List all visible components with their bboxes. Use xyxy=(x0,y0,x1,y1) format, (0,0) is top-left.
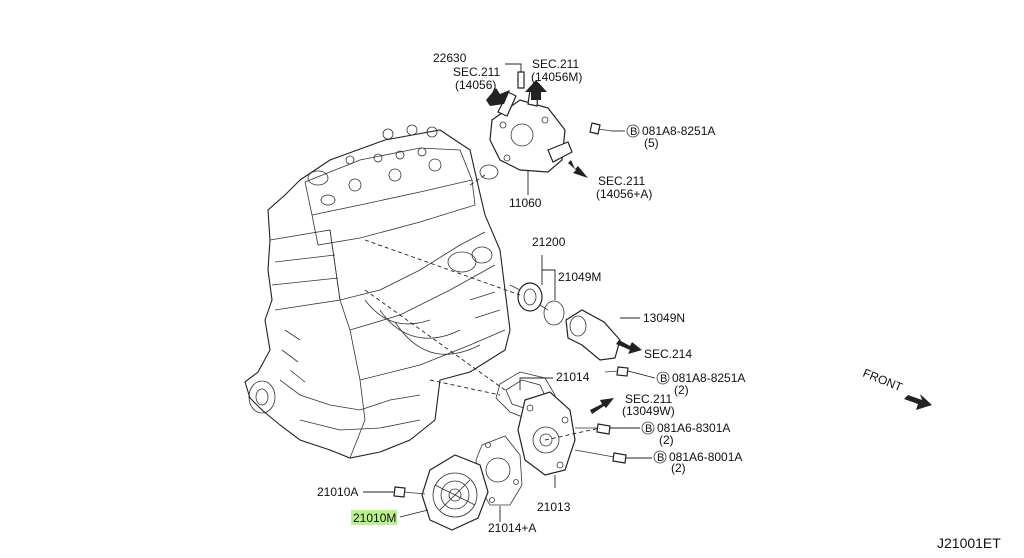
label-081a8-8251a-mid-qty: (2) xyxy=(674,383,689,397)
arrow-sec211-14056 xyxy=(486,88,510,106)
label-081a6-8001a: 081A6-8001A xyxy=(669,450,742,464)
label-sec211-d-ref: (13049W) xyxy=(622,404,675,418)
label-081a6-8301a: 081A6-8301A xyxy=(657,421,730,435)
label-081a8-8251a-mid: 081A8-8251A xyxy=(672,371,745,385)
water-pump-housing-21013[interactable] xyxy=(517,391,576,476)
label-21010a: 21010A xyxy=(317,485,358,499)
label-081a8-8251a-top-qty: (5) xyxy=(644,136,659,150)
label-081a8-8251a-top: 081A8-8251A xyxy=(642,124,715,138)
label-21013: 21013 xyxy=(537,500,571,514)
label-sec211-b: SEC.211 xyxy=(532,57,579,71)
bolt-marker-b-mid: B xyxy=(660,373,667,385)
label-sec211-a: SEC.211 xyxy=(453,65,500,79)
label-13049n: 13049N xyxy=(643,311,685,325)
thermostat-21200[interactable] xyxy=(509,282,549,312)
label-21014: 21014 xyxy=(556,370,590,384)
arrow-sec214 xyxy=(616,340,642,354)
diagram-code: J21001ET xyxy=(937,535,1001,551)
water-outlet-housing-11060[interactable] xyxy=(479,71,573,180)
label-21014a: 21014+A xyxy=(488,521,536,535)
label-sec211-a-ref: (14056) xyxy=(455,78,496,92)
label-081a6-8301a-qty: (2) xyxy=(659,433,674,447)
front-arrow-icon xyxy=(904,394,932,410)
label-11060: 11060 xyxy=(509,196,542,210)
bolt-marker-b-8001a: B xyxy=(657,452,664,464)
label-sec211-b-ref: (14056M) xyxy=(531,70,582,84)
label-sec211-d: SEC.211 xyxy=(625,392,672,406)
label-sec211-c-ref: (14056+A) xyxy=(596,187,652,201)
labels: 22630 SEC.211 (14056) SEC.211 (14056M) B… xyxy=(317,51,1001,551)
label-21010m: 21010M xyxy=(353,511,396,525)
flow-arrows xyxy=(486,80,932,414)
highlight-21010m xyxy=(351,510,397,525)
o-ring-21049m[interactable] xyxy=(543,300,565,326)
engine-block xyxy=(244,124,511,459)
water-inlet-13049n[interactable] xyxy=(565,309,621,361)
bolt-081a8-8251a-mid[interactable] xyxy=(604,366,629,377)
bolt-081a8-8251a-top[interactable] xyxy=(589,122,613,135)
bolt-marker-b-8301a: B xyxy=(645,423,652,435)
arrow-sec211-14056a xyxy=(568,160,588,178)
leader-lines xyxy=(363,63,656,522)
label-front: FRONT xyxy=(861,366,905,395)
label-sec214: SEC.214 xyxy=(644,347,692,361)
bolt-marker-b-top: B xyxy=(630,126,637,138)
label-22630: 22630 xyxy=(433,51,467,65)
bolt-21010a[interactable] xyxy=(393,486,426,498)
label-21049m: 21049M xyxy=(558,270,601,284)
label-081a6-8001a-qty: (2) xyxy=(671,461,686,475)
label-sec211-c: SEC.211 xyxy=(598,174,645,188)
bolt-081a6-8001a[interactable] xyxy=(574,449,627,464)
arrow-sec211-14056m xyxy=(525,80,547,100)
arrow-sec211-13049w xyxy=(590,398,614,414)
bolt-081a6-8301a[interactable] xyxy=(575,423,611,435)
water-pump-21010m[interactable] xyxy=(421,454,489,531)
bolt-markers xyxy=(626,124,670,464)
label-21200: 21200 xyxy=(532,235,566,249)
